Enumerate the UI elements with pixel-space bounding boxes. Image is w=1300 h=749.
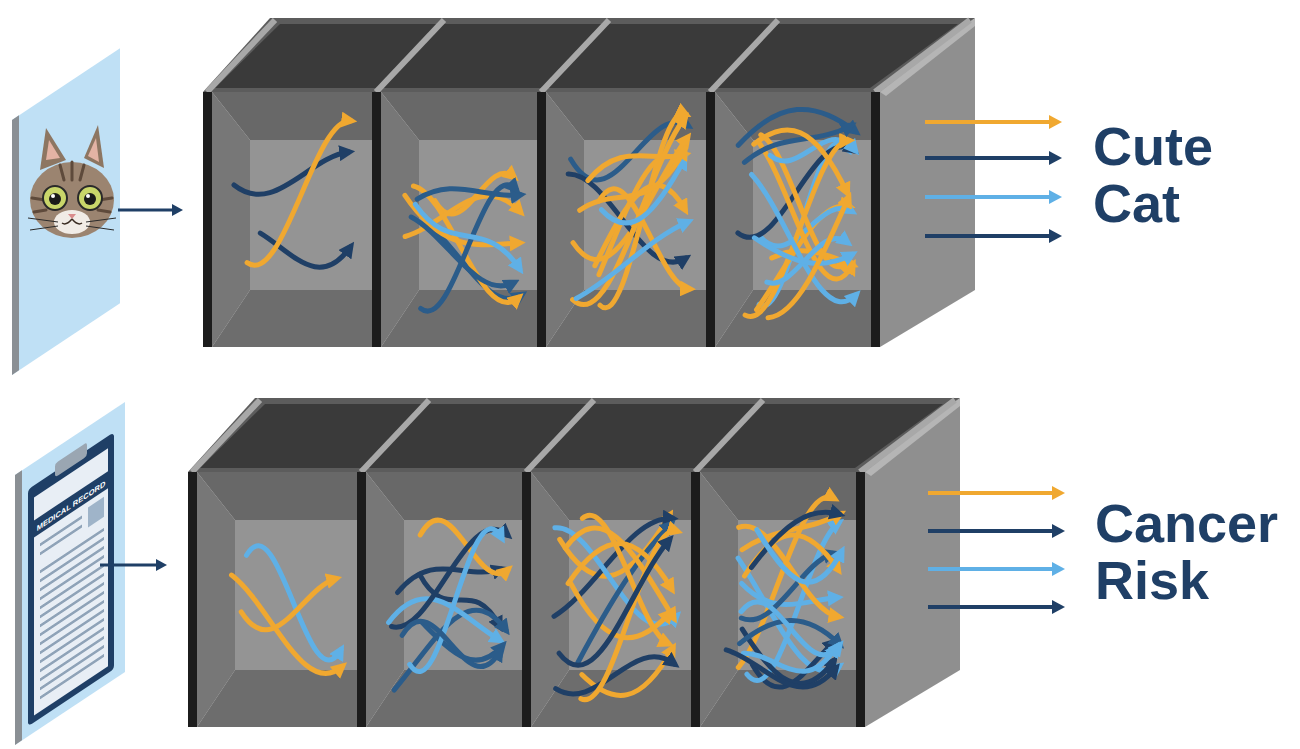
signal-arrow	[247, 546, 341, 660]
output-arrows	[925, 115, 1065, 614]
signal-arrow	[573, 117, 686, 304]
network-box	[188, 398, 960, 727]
output-label: Cancer Risk	[1095, 495, 1278, 608]
signal-arrow	[559, 540, 669, 665]
signal-arrow	[752, 175, 857, 302]
signal-arrow	[757, 530, 842, 583]
signal-arrow	[417, 189, 520, 200]
signal-arrow	[768, 198, 849, 318]
signal-arrow	[241, 579, 336, 630]
cat-picture	[12, 48, 120, 375]
cat-face	[28, 125, 116, 238]
signal-arrows	[232, 109, 857, 699]
signal-arrow	[754, 238, 852, 264]
signal-arrow	[234, 152, 349, 194]
output-label: Cute Cat	[1093, 118, 1213, 231]
signal-arrow	[754, 130, 847, 193]
signal-arrow	[415, 204, 519, 269]
network-box	[203, 18, 975, 347]
signal-arrow	[581, 531, 677, 700]
signal-arrow	[247, 121, 351, 266]
signal-arrow	[741, 602, 840, 655]
signal-arrow	[576, 222, 688, 299]
medical-record	[15, 402, 125, 745]
signal-arrow	[411, 217, 514, 286]
signal-arrow	[580, 150, 685, 211]
signal-arrow	[402, 621, 500, 666]
